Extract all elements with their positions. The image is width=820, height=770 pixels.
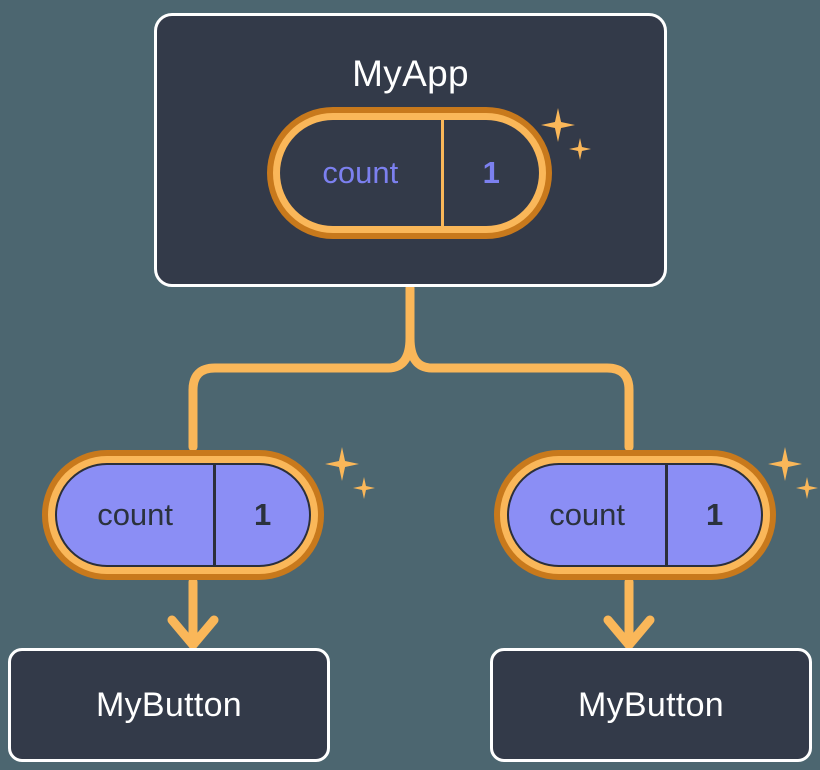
state-pill-ring: count 1 <box>273 113 546 233</box>
state-value-label: 1 <box>213 465 309 565</box>
state-pill-body: count 1 <box>280 120 539 226</box>
sparkle-large-icon <box>325 447 359 481</box>
page-title: MyApp <box>352 53 469 94</box>
state-pill-body: count 1 <box>507 463 763 567</box>
state-pill-ring: count 1 <box>500 456 770 574</box>
component-card-mybutton-left[interactable]: MyButton <box>8 648 330 762</box>
state-pill-body: count 1 <box>55 463 311 567</box>
state-pill-branch-right[interactable]: count 1 <box>494 450 776 580</box>
connector-arrow-right-head <box>603 615 655 650</box>
state-key-label: count <box>549 497 626 532</box>
sparkle-small-icon <box>796 477 818 499</box>
state-pill-branch-left[interactable]: count 1 <box>42 450 324 580</box>
component-label: MyButton <box>95 685 243 724</box>
component-card-mybutton-right[interactable]: MyButton <box>490 648 812 762</box>
state-key-label: count <box>97 497 174 532</box>
state-pill-root[interactable]: count 1 <box>267 107 552 239</box>
component-label: MyButton <box>577 685 725 724</box>
state-value-label: 1 <box>665 465 761 565</box>
connector-branch-right <box>405 333 634 452</box>
state-pill-ring: count 1 <box>48 456 318 574</box>
connector-arrow-left-head <box>167 615 219 650</box>
sparkle-large-icon <box>768 447 802 481</box>
connector-branch-left <box>188 333 415 452</box>
state-key-label: count <box>322 155 399 190</box>
sparkle-small-icon <box>353 477 375 499</box>
state-value-label: 1 <box>440 120 539 226</box>
